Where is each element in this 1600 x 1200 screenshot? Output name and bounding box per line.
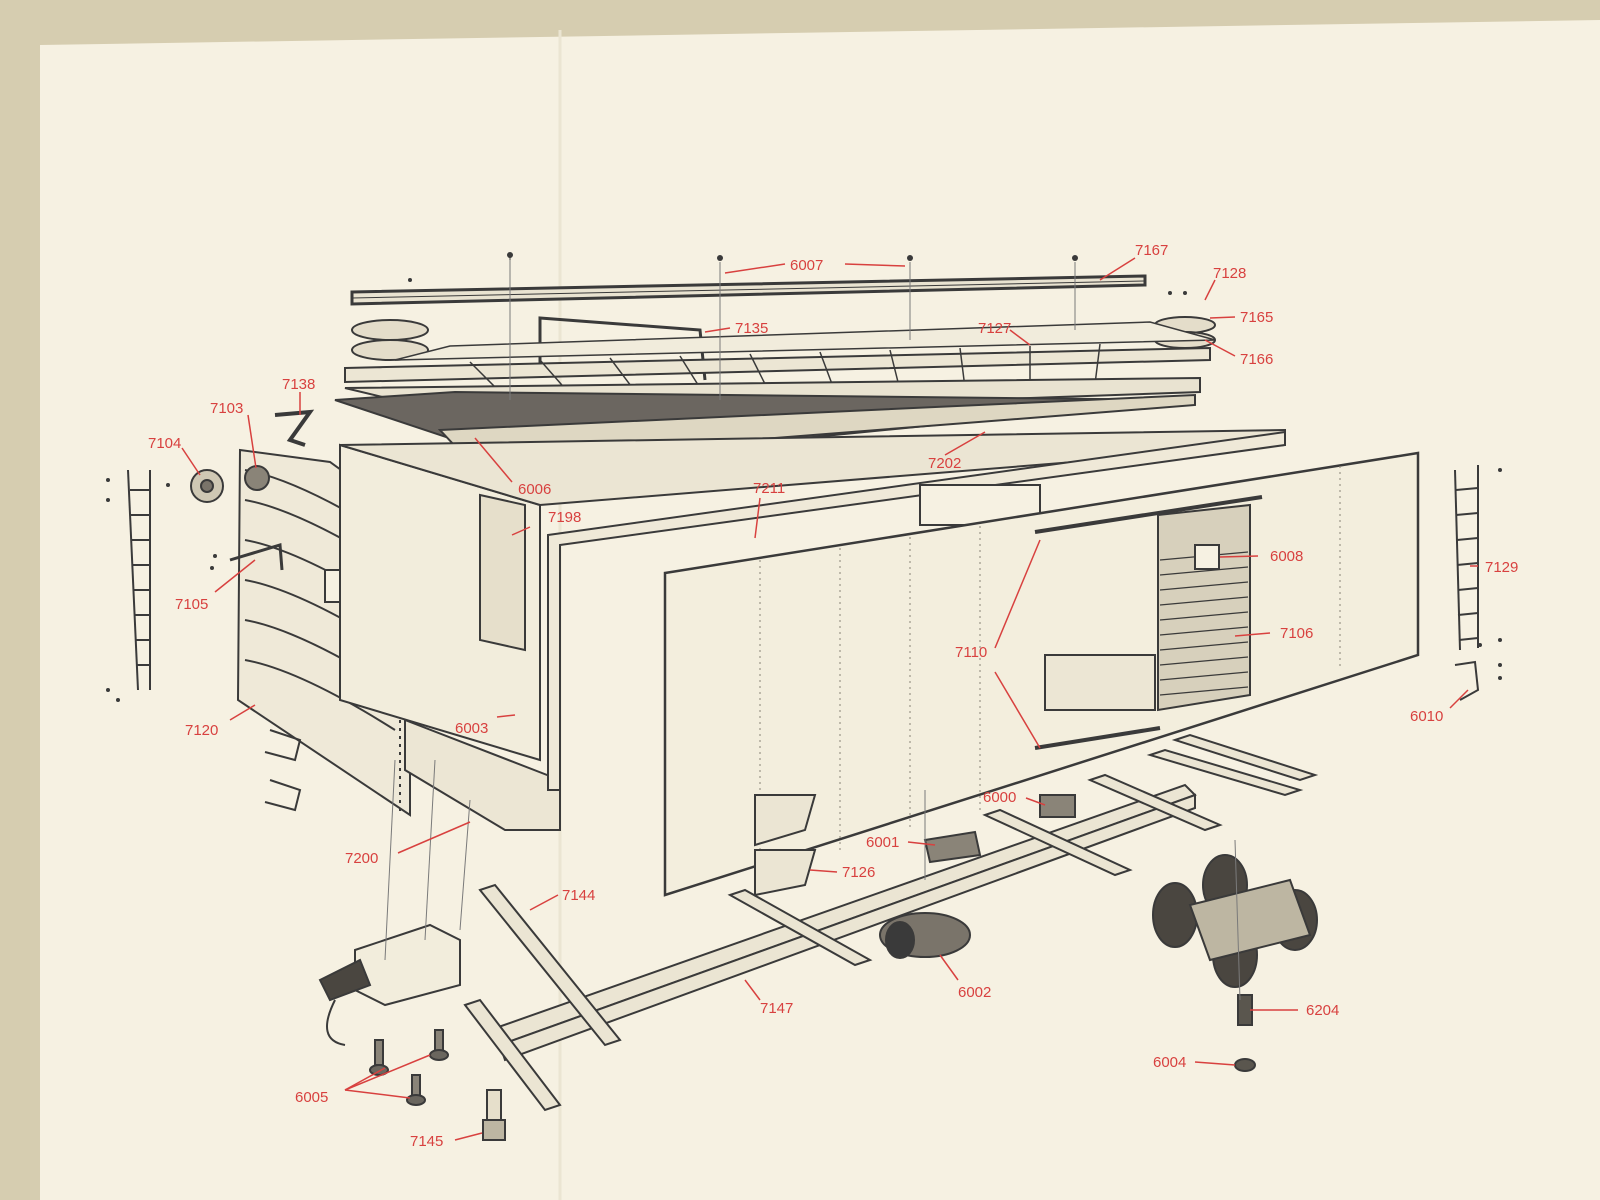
crossbearer-5 bbox=[1146, 748, 1304, 797]
screw-3 bbox=[434, 1029, 444, 1053]
right-step bbox=[1454, 660, 1480, 701]
coupler bbox=[318, 958, 372, 1002]
callout-7211: 7211 bbox=[753, 480, 785, 497]
callout-7167: 7167 bbox=[1135, 242, 1168, 259]
bolster-plate-upper bbox=[754, 794, 817, 847]
roof-panel bbox=[344, 346, 1211, 384]
brake-platform-left-upper bbox=[351, 319, 429, 341]
callout-7126: 7126 bbox=[842, 864, 875, 881]
leader-lines bbox=[181, 257, 1478, 1141]
car-floor bbox=[404, 718, 561, 831]
end-bracket bbox=[274, 409, 315, 447]
callout-7145: 7145 bbox=[410, 1133, 443, 1150]
callout-7166: 7166 bbox=[1240, 351, 1273, 368]
right-ladder bbox=[1454, 465, 1479, 651]
door-opening-lower bbox=[1044, 654, 1156, 711]
callout-6001: 6001 bbox=[866, 834, 899, 851]
callout-6006: 6006 bbox=[518, 481, 551, 498]
underframe bbox=[318, 733, 1319, 1141]
callout-7198: 7198 bbox=[548, 509, 581, 526]
callout-7103: 7103 bbox=[210, 400, 243, 417]
crossbearer-2 bbox=[727, 888, 873, 967]
end-brake-wheel bbox=[244, 465, 270, 491]
uncoupling-lever bbox=[229, 543, 284, 571]
side-frame bbox=[547, 430, 1286, 791]
screw-1 bbox=[374, 1039, 384, 1066]
crossbearer-1 bbox=[478, 883, 622, 1047]
callout-7129: 7129 bbox=[1485, 559, 1518, 576]
phantom-lines-lower bbox=[384, 759, 1241, 1001]
end-sill bbox=[463, 998, 562, 1112]
callout-6007: 6007 bbox=[790, 257, 823, 274]
callout-labels: 6007 7167 7128 7165 7166 7135 7127 7138 … bbox=[148, 242, 1518, 1150]
left-screws bbox=[106, 478, 217, 702]
callout-6008: 6008 bbox=[1270, 548, 1303, 565]
callout-7202: 7202 bbox=[928, 455, 961, 472]
callout-7200: 7200 bbox=[345, 850, 378, 867]
crossbearer-6 bbox=[1171, 733, 1319, 782]
callout-7106: 7106 bbox=[1280, 625, 1313, 642]
callout-6005: 6005 bbox=[295, 1089, 328, 1106]
door-track-upper bbox=[1034, 495, 1263, 534]
right-end-assembly bbox=[1454, 465, 1480, 701]
callout-6003: 6003 bbox=[455, 720, 488, 737]
callout-7147: 7147 bbox=[760, 1000, 793, 1017]
callout-7105: 7105 bbox=[175, 596, 208, 613]
car-weight-block bbox=[482, 1119, 506, 1141]
door-boards bbox=[1159, 551, 1249, 696]
door-track-lower bbox=[1034, 726, 1161, 750]
end-step-lower bbox=[264, 779, 302, 812]
callout-7110: 7110 bbox=[955, 644, 987, 661]
callout-7138: 7138 bbox=[282, 376, 315, 393]
right-screws bbox=[1478, 468, 1502, 680]
end-step-upper bbox=[264, 729, 302, 762]
phantom-lines bbox=[509, 260, 1076, 400]
callout-7120: 7120 bbox=[185, 722, 218, 739]
coupler-hose bbox=[326, 999, 346, 1046]
callout-7135: 7135 bbox=[735, 320, 768, 337]
callout-7165: 7165 bbox=[1240, 309, 1273, 326]
roof-panel-top bbox=[394, 321, 1216, 361]
air-reservoir bbox=[1039, 794, 1076, 818]
crossbearer-3 bbox=[982, 808, 1133, 877]
bulkhead bbox=[479, 493, 526, 652]
callout-6002: 6002 bbox=[958, 984, 991, 1001]
callout-6010: 6010 bbox=[1410, 708, 1443, 725]
callout-6000: 6000 bbox=[983, 789, 1016, 806]
callout-6204: 6204 bbox=[1306, 1002, 1339, 1019]
left-ladder bbox=[127, 469, 151, 691]
bolster-plate-lower bbox=[754, 849, 817, 897]
callout-7128: 7128 bbox=[1213, 265, 1246, 282]
callout-6004: 6004 bbox=[1153, 1054, 1186, 1071]
brake-valve bbox=[923, 830, 982, 864]
door-placard bbox=[1194, 544, 1220, 570]
brake-platform-left-lower bbox=[351, 339, 429, 361]
callout-7127: 7127 bbox=[978, 320, 1011, 337]
kingpin-screw bbox=[1234, 1058, 1256, 1072]
crossbearer-4 bbox=[1087, 773, 1223, 832]
callout-7104: 7104 bbox=[148, 435, 181, 452]
callout-7144: 7144 bbox=[562, 887, 595, 904]
